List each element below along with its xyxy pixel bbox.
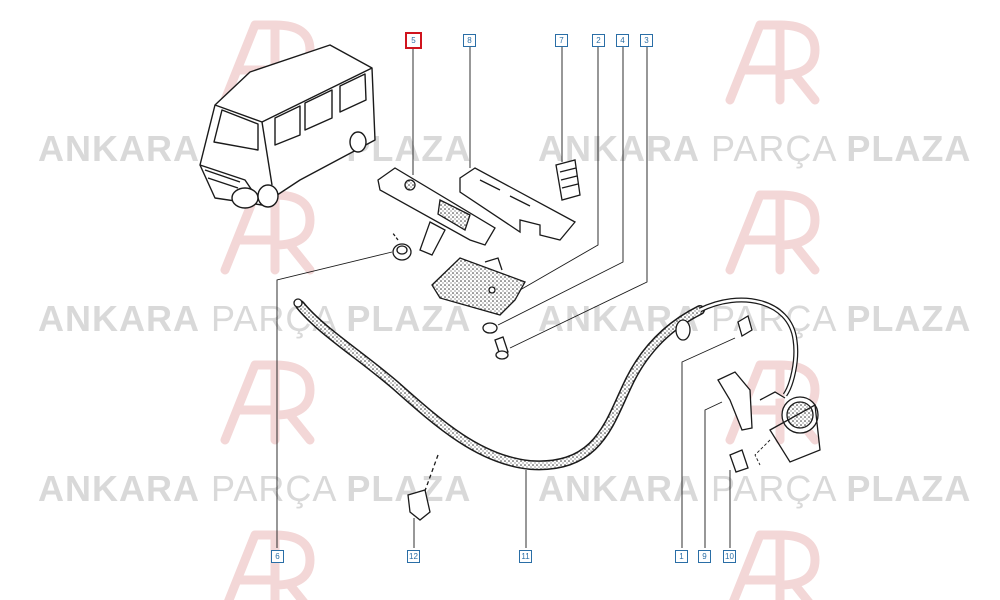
callout-11[interactable]: 11: [519, 550, 532, 563]
watermark-logo: [725, 360, 820, 445]
van-illustration: [199, 44, 376, 209]
callout-12[interactable]: 12: [407, 550, 420, 563]
watermark-logo: [729, 530, 820, 600]
watermark-logo: [725, 20, 820, 105]
watermark-text: ANKARA PARÇA PLAZA: [538, 128, 972, 169]
grommet-part-6: [391, 231, 412, 261]
cable-clip-part-12: [407, 454, 439, 521]
washer-part-4: [482, 322, 498, 334]
clip-part-7: [555, 159, 581, 201]
mounting-plate-part-8: [459, 167, 577, 241]
callout-3[interactable]: 3: [640, 34, 653, 47]
release-handle-assembly: [717, 315, 821, 473]
watermark-text: ANKARA PARÇA PLAZA: [38, 298, 472, 339]
leader-lines: [276, 47, 771, 548]
watermark-text: ANKARA PARÇA PLAZA: [538, 298, 972, 339]
callout-10[interactable]: 10: [723, 550, 736, 563]
callout-7[interactable]: 7: [555, 34, 568, 47]
bolt-part-3: [494, 336, 509, 360]
callout-9[interactable]: 9: [698, 550, 711, 563]
callout-4[interactable]: 4: [616, 34, 629, 47]
release-cable-part-11: [293, 297, 799, 471]
callout-6[interactable]: 6: [271, 550, 284, 563]
watermark-logo: [220, 360, 315, 445]
watermark-logo: [224, 530, 315, 600]
bracket-part-2: [431, 257, 526, 316]
release-lever-part-5: [377, 167, 496, 256]
callout-2[interactable]: 2: [592, 34, 605, 47]
watermark-logo: [725, 190, 820, 275]
watermark-text: ANKARA PARÇA PLAZA: [538, 468, 972, 509]
callout-8[interactable]: 8: [463, 34, 476, 47]
callout-5-selected[interactable]: 5: [405, 32, 422, 49]
callout-1[interactable]: 1: [675, 550, 688, 563]
watermark-text: ANKARA PARÇA PLAZA: [38, 468, 472, 509]
